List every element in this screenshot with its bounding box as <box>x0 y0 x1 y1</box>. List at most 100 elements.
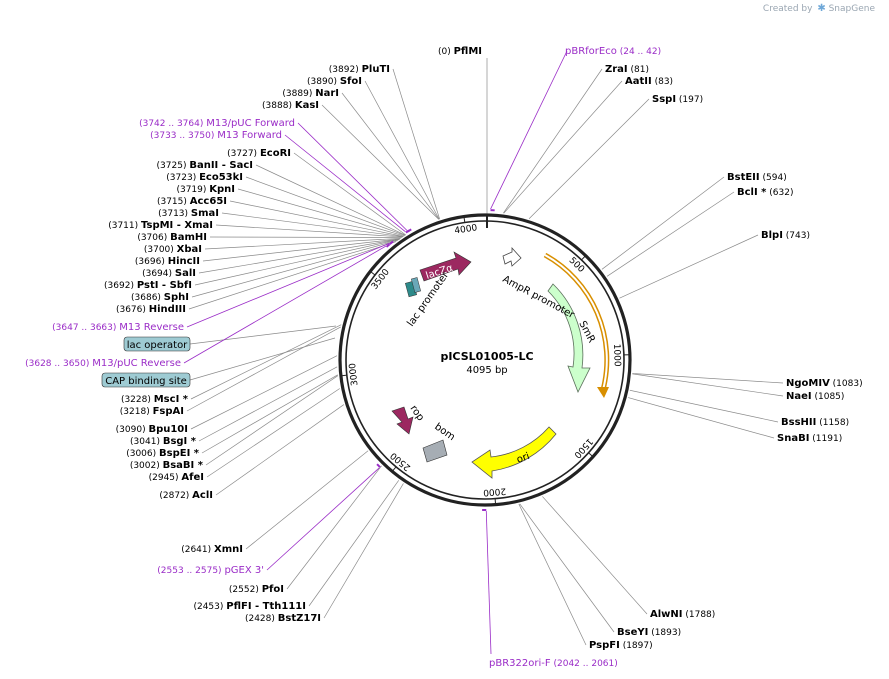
svg-text:BssHII (1158): BssHII (1158) <box>781 417 849 428</box>
ruler-label: 3000 <box>348 362 360 386</box>
svg-text:(3686) SphI: (3686) SphI <box>131 292 189 303</box>
site-position: (3694) <box>142 269 175 279</box>
svg-text:(3723) Eco53kI: (3723) Eco53kI <box>166 172 243 183</box>
enzyme-site-label: (0) PflMI <box>438 46 482 57</box>
site-name: BseYI <box>617 627 648 638</box>
leader-line <box>202 238 400 262</box>
site-position: (3041) <box>130 437 163 447</box>
leader-line <box>364 80 440 220</box>
enzyme-site-label: PspFI (1897) <box>589 640 653 651</box>
enzyme-site-label: (3723) Eco53kI <box>166 172 243 183</box>
leader-line <box>237 188 405 237</box>
svg-text:(3733 .. 3750) M13 Forward: (3733 .. 3750) M13 Forward <box>150 130 282 141</box>
features: SmR ori lacZα lac promoter AmpR promoter… <box>391 246 610 479</box>
site-position: (3890) <box>307 77 340 87</box>
leader-line <box>284 134 406 233</box>
plasmid-size: 4095 bp <box>466 365 507 376</box>
leader-line <box>528 98 650 219</box>
cap-site-block <box>410 277 422 293</box>
site-position: (3090) <box>116 425 149 435</box>
primer-range: (2553 .. 2575) <box>157 566 224 576</box>
site-name: BssHII <box>781 417 816 428</box>
enzyme-site-label: (3700) XbaI <box>144 244 202 255</box>
rop-arrow <box>391 406 414 435</box>
ruler-tick <box>391 466 397 472</box>
enzyme-site-label: (2872) AclI <box>159 490 213 501</box>
leader-line <box>503 68 603 214</box>
site-position: (81) <box>628 65 649 75</box>
site-name: SfoI <box>340 76 362 87</box>
bom-block <box>422 439 448 463</box>
primer-range: (3647 .. 3663) <box>52 323 119 333</box>
site-position: (3888) <box>262 101 295 111</box>
svg-text:ZraI (81): ZraI (81) <box>605 64 649 75</box>
site-position: (1788) <box>683 610 716 620</box>
enzyme-site-label: (3715) Acc65I <box>157 196 227 207</box>
svg-text:(3692) PstI - SbfI: (3692) PstI - SbfI <box>104 280 192 291</box>
site-name: PstI - SbfI <box>137 280 192 291</box>
leader-line <box>186 242 390 328</box>
primer-label: (3742 .. 3764) M13/pUC Forward <box>139 118 295 129</box>
ruler-label: 1500 <box>571 436 594 460</box>
site-position: (3727) <box>227 149 260 159</box>
leader-line <box>542 496 648 615</box>
leader-line <box>601 176 725 270</box>
site-name: KasI <box>295 100 319 111</box>
site-position: (3700) <box>144 245 177 255</box>
site-name: NgoMIV <box>786 378 830 389</box>
svg-text:(2945) AfeI: (2945) AfeI <box>149 472 204 483</box>
site-labels: ZraI (81)AatII (83)SspI (197)BstEII (594… <box>25 46 863 669</box>
leader-line <box>519 503 615 633</box>
leader-line <box>503 80 623 214</box>
lac-operator-tag: lac operator <box>123 336 191 352</box>
leader-line <box>321 104 440 220</box>
site-name: PflFI - Tth111I <box>226 601 306 612</box>
site-name: AfeI <box>181 472 204 483</box>
ruler-label: 2000 <box>483 485 507 497</box>
primer-mark <box>376 463 381 468</box>
leader-line <box>190 355 338 430</box>
site-name: PluTI <box>362 64 390 75</box>
site-name: EcoRI <box>260 148 291 159</box>
site-name: HincII <box>168 256 200 267</box>
site-position: (3006) <box>126 449 159 459</box>
bom-label: bom <box>432 421 457 443</box>
plasmid-backbone <box>338 213 632 507</box>
ruler-label: 2500 <box>389 450 413 473</box>
leader-line <box>632 373 784 384</box>
leader-line <box>215 224 403 238</box>
svg-text:BlpI (743): BlpI (743) <box>761 230 810 241</box>
enzyme-site-label: BstEII (594) <box>727 172 787 183</box>
leader-line <box>189 325 337 345</box>
enzyme-site-label: (3692) PstI - SbfI <box>104 280 192 291</box>
svg-text:(2872) AclI: (2872) AclI <box>159 490 213 501</box>
svg-text:BclI * (632): BclI * (632) <box>737 187 793 198</box>
svg-text:NaeI (1085): NaeI (1085) <box>786 391 844 402</box>
svg-text:(3676) HindIII: (3676) HindIII <box>116 304 186 315</box>
primer-mark <box>405 229 410 234</box>
primer-name: M13 Reverse <box>119 322 184 333</box>
cap-binding-label: CAP binding site <box>105 376 187 387</box>
site-position: (2453) <box>193 602 226 612</box>
cap-binding-tag: CAP binding site <box>101 372 191 388</box>
site-name: XbaI <box>177 244 202 255</box>
leader-line <box>490 50 568 210</box>
svg-text:(3700) XbaI: (3700) XbaI <box>144 244 202 255</box>
svg-text:SspI (197): SspI (197) <box>652 94 703 105</box>
leader-line <box>255 164 406 236</box>
enzyme-site-label: (3686) SphI <box>131 292 189 303</box>
leader-line <box>198 366 338 442</box>
enzyme-site-label: (3713) SmaI <box>158 208 219 219</box>
site-name: SmaI <box>191 208 219 219</box>
site-name: BamHI <box>170 232 207 243</box>
snapgene-credit: Created by ✱ SnapGene <box>763 3 875 14</box>
enzyme-site-label: SspI (197) <box>652 94 703 105</box>
primer-label: pBR322ori-F (2042 .. 2061) <box>489 658 618 669</box>
enzyme-site-label: (3228) MscI * <box>121 394 189 405</box>
site-position: (197) <box>676 95 703 105</box>
site-position: (3692) <box>104 281 137 291</box>
leader-line <box>206 388 340 478</box>
site-position: (3706) <box>137 233 170 243</box>
ruler-tick <box>463 216 466 223</box>
